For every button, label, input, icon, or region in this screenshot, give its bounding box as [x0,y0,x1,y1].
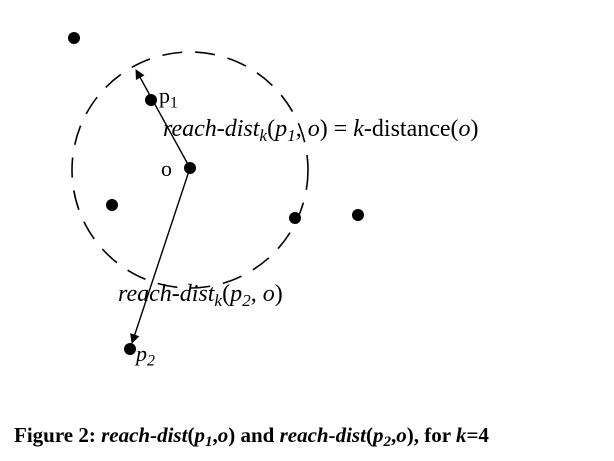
k-distance-circle [71,51,309,289]
point-p1 [145,94,157,106]
label-o: o [161,156,172,181]
label-p2: p2 [136,341,155,370]
reach-dist-p1-arrow [135,69,191,169]
data-point [106,199,118,211]
point-o [184,162,196,174]
equation-reach-dist-p2: reach-distk(p2, o) [118,281,283,310]
data-point [352,209,364,221]
data-point [289,212,301,224]
label-p1: p1 [159,83,178,112]
point-p2 [124,343,136,355]
figure-caption: Figure 2: reach-dist(p1,o) and reach-dis… [14,423,489,450]
equation-reach-dist-p1: reach-distk(p1, o) = k-distance(o) [163,116,479,145]
reach-dist-p2-arrow [130,167,191,344]
data-point [68,32,80,44]
